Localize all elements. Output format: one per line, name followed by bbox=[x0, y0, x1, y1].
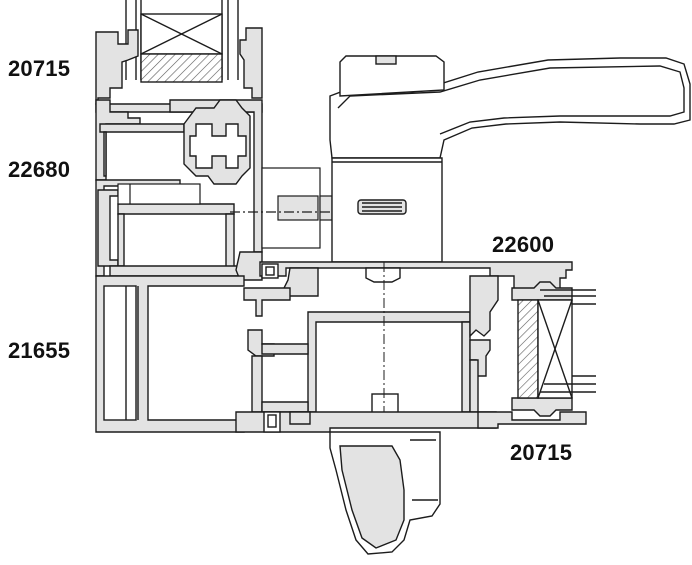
right-glazing bbox=[511, 281, 596, 417]
profile-label-mid-left: 22680 bbox=[8, 157, 71, 182]
left-frame-profile bbox=[95, 99, 263, 281]
profile-label-top-left: 20715 bbox=[8, 56, 71, 81]
hinge-block bbox=[117, 167, 340, 249]
top-glazing bbox=[125, 0, 239, 83]
outer-frame-profile bbox=[95, 275, 587, 433]
profile-label-right-bottom: 20715 bbox=[510, 440, 573, 465]
handle-base-cover bbox=[329, 431, 441, 555]
window-handle bbox=[329, 55, 691, 263]
profile-label-right-top: 22600 bbox=[492, 232, 555, 257]
profile-label-lower-left: 21655 bbox=[8, 338, 71, 363]
